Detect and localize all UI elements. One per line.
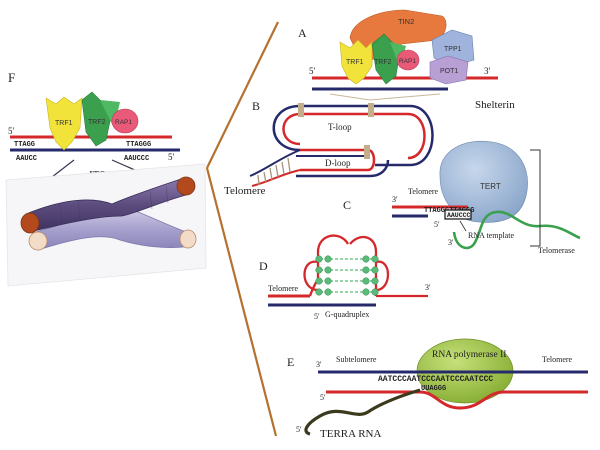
its-rap1-label: RAP1: [115, 119, 132, 126]
terra-nontemplate-strand: [326, 390, 588, 410]
dloop-label: D-loop: [325, 158, 351, 168]
tloop-label: T-loop: [328, 122, 352, 132]
panel-b-letter: B: [252, 99, 260, 113]
telomerase-bracket: [530, 149, 541, 247]
terra-rna: [304, 388, 421, 436]
tloop-outer-strand: [300, 104, 434, 167]
zoom-line-right: [369, 93, 441, 101]
panel-b: B T-loop D-loop Telomere: [224, 99, 434, 197]
tloop-clamp-right: [368, 103, 374, 117]
its-5prime-b: 5': [168, 152, 175, 162]
its-seq-right-bottom: AAUCCC: [124, 155, 149, 163]
its-5prime-a: 5': [8, 126, 15, 136]
panel-c: C TERT 3' Telomere 5' TTAGGGTTAGGG AAUCC…: [343, 140, 581, 255]
chromatid-dark: [20, 176, 196, 234]
tloop-clamp-left: [298, 103, 304, 117]
shelterin-label: Shelterin: [475, 99, 515, 111]
g-quartet-lines: [320, 258, 374, 293]
its-seq-left-top: TTAGG: [14, 141, 35, 149]
panel-e-letter: E: [287, 355, 294, 369]
rna-template-box: [444, 209, 472, 220]
quad-telomere-label: Telomere: [268, 284, 299, 293]
terra-3prime: 3': [316, 360, 322, 369]
panel-f-letter: F: [8, 70, 15, 85]
trf1-label: TRF1: [346, 59, 364, 66]
tloop-inner-arc: [282, 112, 301, 146]
tloop-inner-strand: [300, 112, 426, 160]
telomerase-rna: [452, 210, 581, 250]
chromatid-light: [28, 204, 197, 251]
rna-polymerase-label: RNA polymerase II: [432, 350, 506, 360]
its-trf1-protein: [45, 96, 83, 151]
trf2-label: TRF2: [374, 59, 392, 66]
tin2-label: TIN2: [398, 17, 414, 26]
shelterin-3prime: 3': [484, 66, 491, 76]
panel-bracket: [205, 21, 279, 437]
telomerase-seq-template: AAUCCC: [447, 212, 471, 219]
pot1-label: POT1: [440, 68, 458, 75]
trf2-wing: [390, 42, 406, 68]
dloop-clamp: [364, 145, 370, 159]
telomere-frayed-end: [249, 149, 301, 187]
dloop-outer-strand: [296, 159, 390, 178]
its-trf2-label: TRF2: [88, 119, 106, 126]
quad-5prime: 5': [314, 312, 320, 321]
tert-label: TERT: [480, 182, 501, 191]
terra-seq-rna: UUAGGG: [421, 385, 446, 393]
shelterin-5prime: 5': [309, 66, 316, 76]
its-seq-right-top: TTAGGG: [126, 141, 151, 149]
g-quartet-nodes: [315, 255, 379, 296]
quad-3prime: 3': [425, 283, 431, 292]
rap1-label: RAP1: [399, 58, 416, 65]
telomerase-3prime-b: 3': [448, 238, 454, 247]
rna-template-label: RNA template: [468, 231, 514, 240]
tloop-left-arc: [272, 104, 301, 152]
telomere-label: Telomere: [224, 185, 265, 197]
its-seq-left-bottom: AAUCC: [16, 155, 37, 163]
subtelomere-label: Subtelomere: [336, 355, 377, 364]
terra-5prime-b: 5': [296, 425, 302, 434]
g-quadruplex-strand: [303, 234, 428, 298]
telomerase-telomere-label: Telomere: [408, 187, 439, 196]
rap1-protein: [396, 49, 420, 71]
terra-rna-label: TERRA RNA: [320, 428, 381, 440]
terra-telomere-label: Telomere: [542, 355, 573, 364]
panel-d-letter: D: [259, 259, 268, 273]
pot1-protein: [429, 55, 469, 85]
chromosome: [5, 163, 207, 287]
panel-a: A 5' 3' TIN2 TPP1 POT1 TRF1 TRF2 RAP1 Sh…: [298, 9, 515, 111]
panel-d: D Telomere 5' 3' G-quadrupl: [259, 234, 431, 321]
rna-template-pointer: [459, 220, 467, 232]
panel-f: F 5' 5' TTAGG AAUCC TTAGGG AAUCCC TRF1 T…: [8, 70, 180, 195]
tpp1-protein: [431, 29, 475, 67]
terra-seq-top: AATCCCAATCCCAATCCCAATCCC: [378, 375, 493, 384]
zoom-line-left: [329, 93, 371, 101]
g-quadruplex-label: G-quadruplex: [325, 310, 369, 319]
trf1-protein: [339, 39, 373, 85]
telomerase-5prime: 5': [434, 220, 440, 229]
panel-e: E RNA polymerase II 3' Subtelomere Telom…: [287, 338, 588, 440]
chromosome-bands: [59, 185, 169, 225]
panel-c-letter: C: [343, 198, 351, 212]
terra-5prime-a: 5': [320, 393, 326, 402]
telomerase-3prime-a: 3': [392, 195, 398, 204]
its-rap1-protein: [111, 108, 139, 134]
its-trf1-label: TRF1: [55, 120, 73, 127]
tpp1-label: TPP1: [444, 46, 462, 53]
telomerase-label: Telomerase: [538, 246, 575, 255]
panel-a-letter: A: [298, 26, 307, 40]
